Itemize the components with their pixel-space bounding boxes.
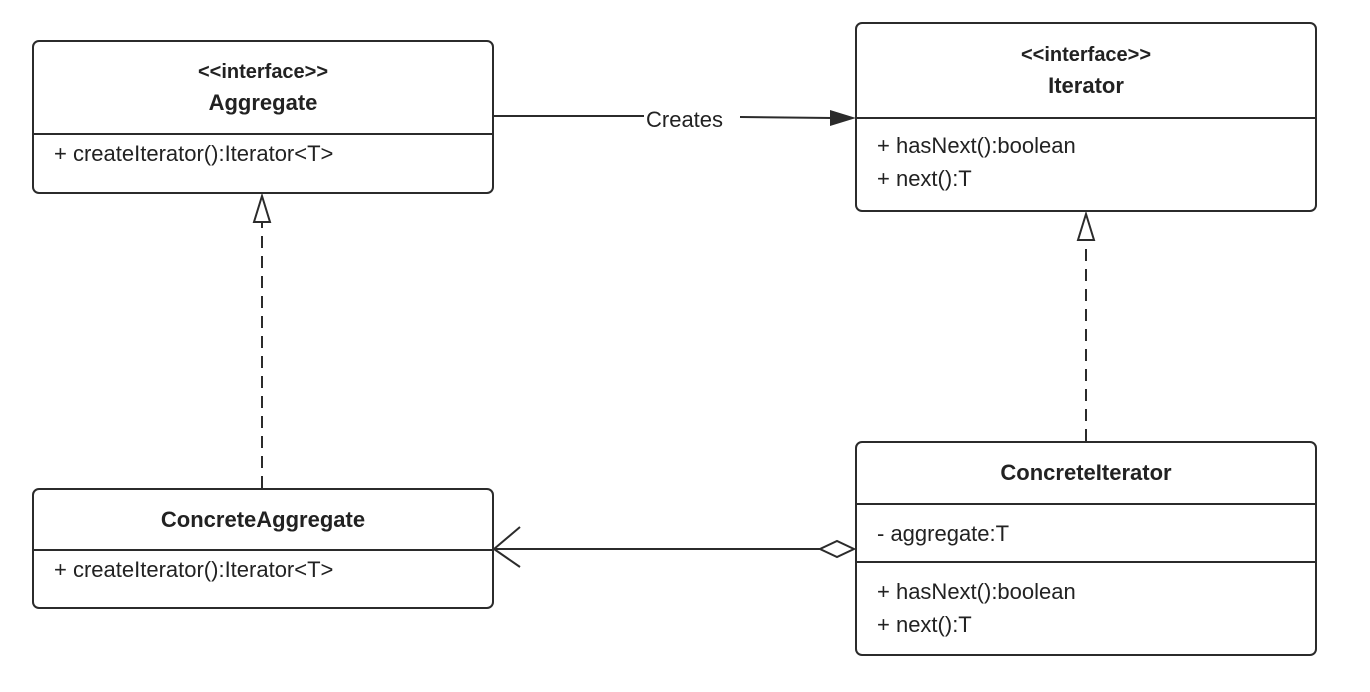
iterator-realization-arrowhead xyxy=(1076,210,1096,241)
concrete-iterator-class-header: ConcreteIterator xyxy=(857,443,1315,505)
aggregate-method: + createIterator():Iterator<T> xyxy=(54,141,334,166)
concrete-aggregate-class-name: ConcreteAggregate xyxy=(160,506,366,532)
concrete-aggregate-class-header: ConcreteAggregate xyxy=(34,490,492,551)
iterator-class-box: <<interface>> Iterator + hasNext():boole… xyxy=(855,22,1317,212)
creates-association-line xyxy=(494,115,833,119)
iterator-methods: + hasNext():boolean + next():T xyxy=(857,119,1315,195)
concrete-iterator-attributes: - aggregate:T xyxy=(857,505,1315,563)
concrete-aggregate-method: + createIterator():Iterator<T> xyxy=(54,557,334,582)
iterator-class-name: Iterator xyxy=(1048,72,1124,98)
creates-arrowhead xyxy=(830,110,856,126)
iterator-stereotype: <<interface>> xyxy=(1020,43,1152,66)
concrete-aggregate-methods: + createIterator():Iterator<T> xyxy=(34,551,492,586)
iterator-method-next: + next():T xyxy=(877,166,972,191)
iterator-method-hasnext: + hasNext():boolean xyxy=(877,133,1076,158)
aggregate-realization-arrowhead xyxy=(252,192,272,223)
aggregate-class-header: <<interface>> Aggregate xyxy=(34,42,492,135)
aggregation-diamond xyxy=(817,539,857,559)
concrete-iterator-attribute: - aggregate:T xyxy=(877,521,1010,546)
aggregate-stereotype: <<interface>> xyxy=(197,60,329,83)
iterator-class-header: <<interface>> Iterator xyxy=(857,24,1315,119)
aggregation-open-arrowhead xyxy=(492,526,521,568)
aggregate-class-name: Aggregate xyxy=(208,89,318,115)
concrete-iterator-method-next: + next():T xyxy=(877,612,972,637)
concrete-iterator-methods: + hasNext():boolean + next():T xyxy=(857,563,1315,641)
concrete-iterator-method-hasnext: + hasNext():boolean xyxy=(877,579,1076,604)
concrete-iterator-class-box: ConcreteIterator - aggregate:T + hasNext… xyxy=(855,441,1317,656)
creates-label: Creates xyxy=(644,107,726,133)
aggregate-class-box: <<interface>> Aggregate + createIterator… xyxy=(32,40,494,194)
concrete-aggregate-class-box: ConcreteAggregate + createIterator():Ite… xyxy=(32,488,494,609)
aggregate-methods: + createIterator():Iterator<T> xyxy=(34,135,492,170)
concrete-iterator-class-name: ConcreteIterator xyxy=(1000,460,1172,485)
